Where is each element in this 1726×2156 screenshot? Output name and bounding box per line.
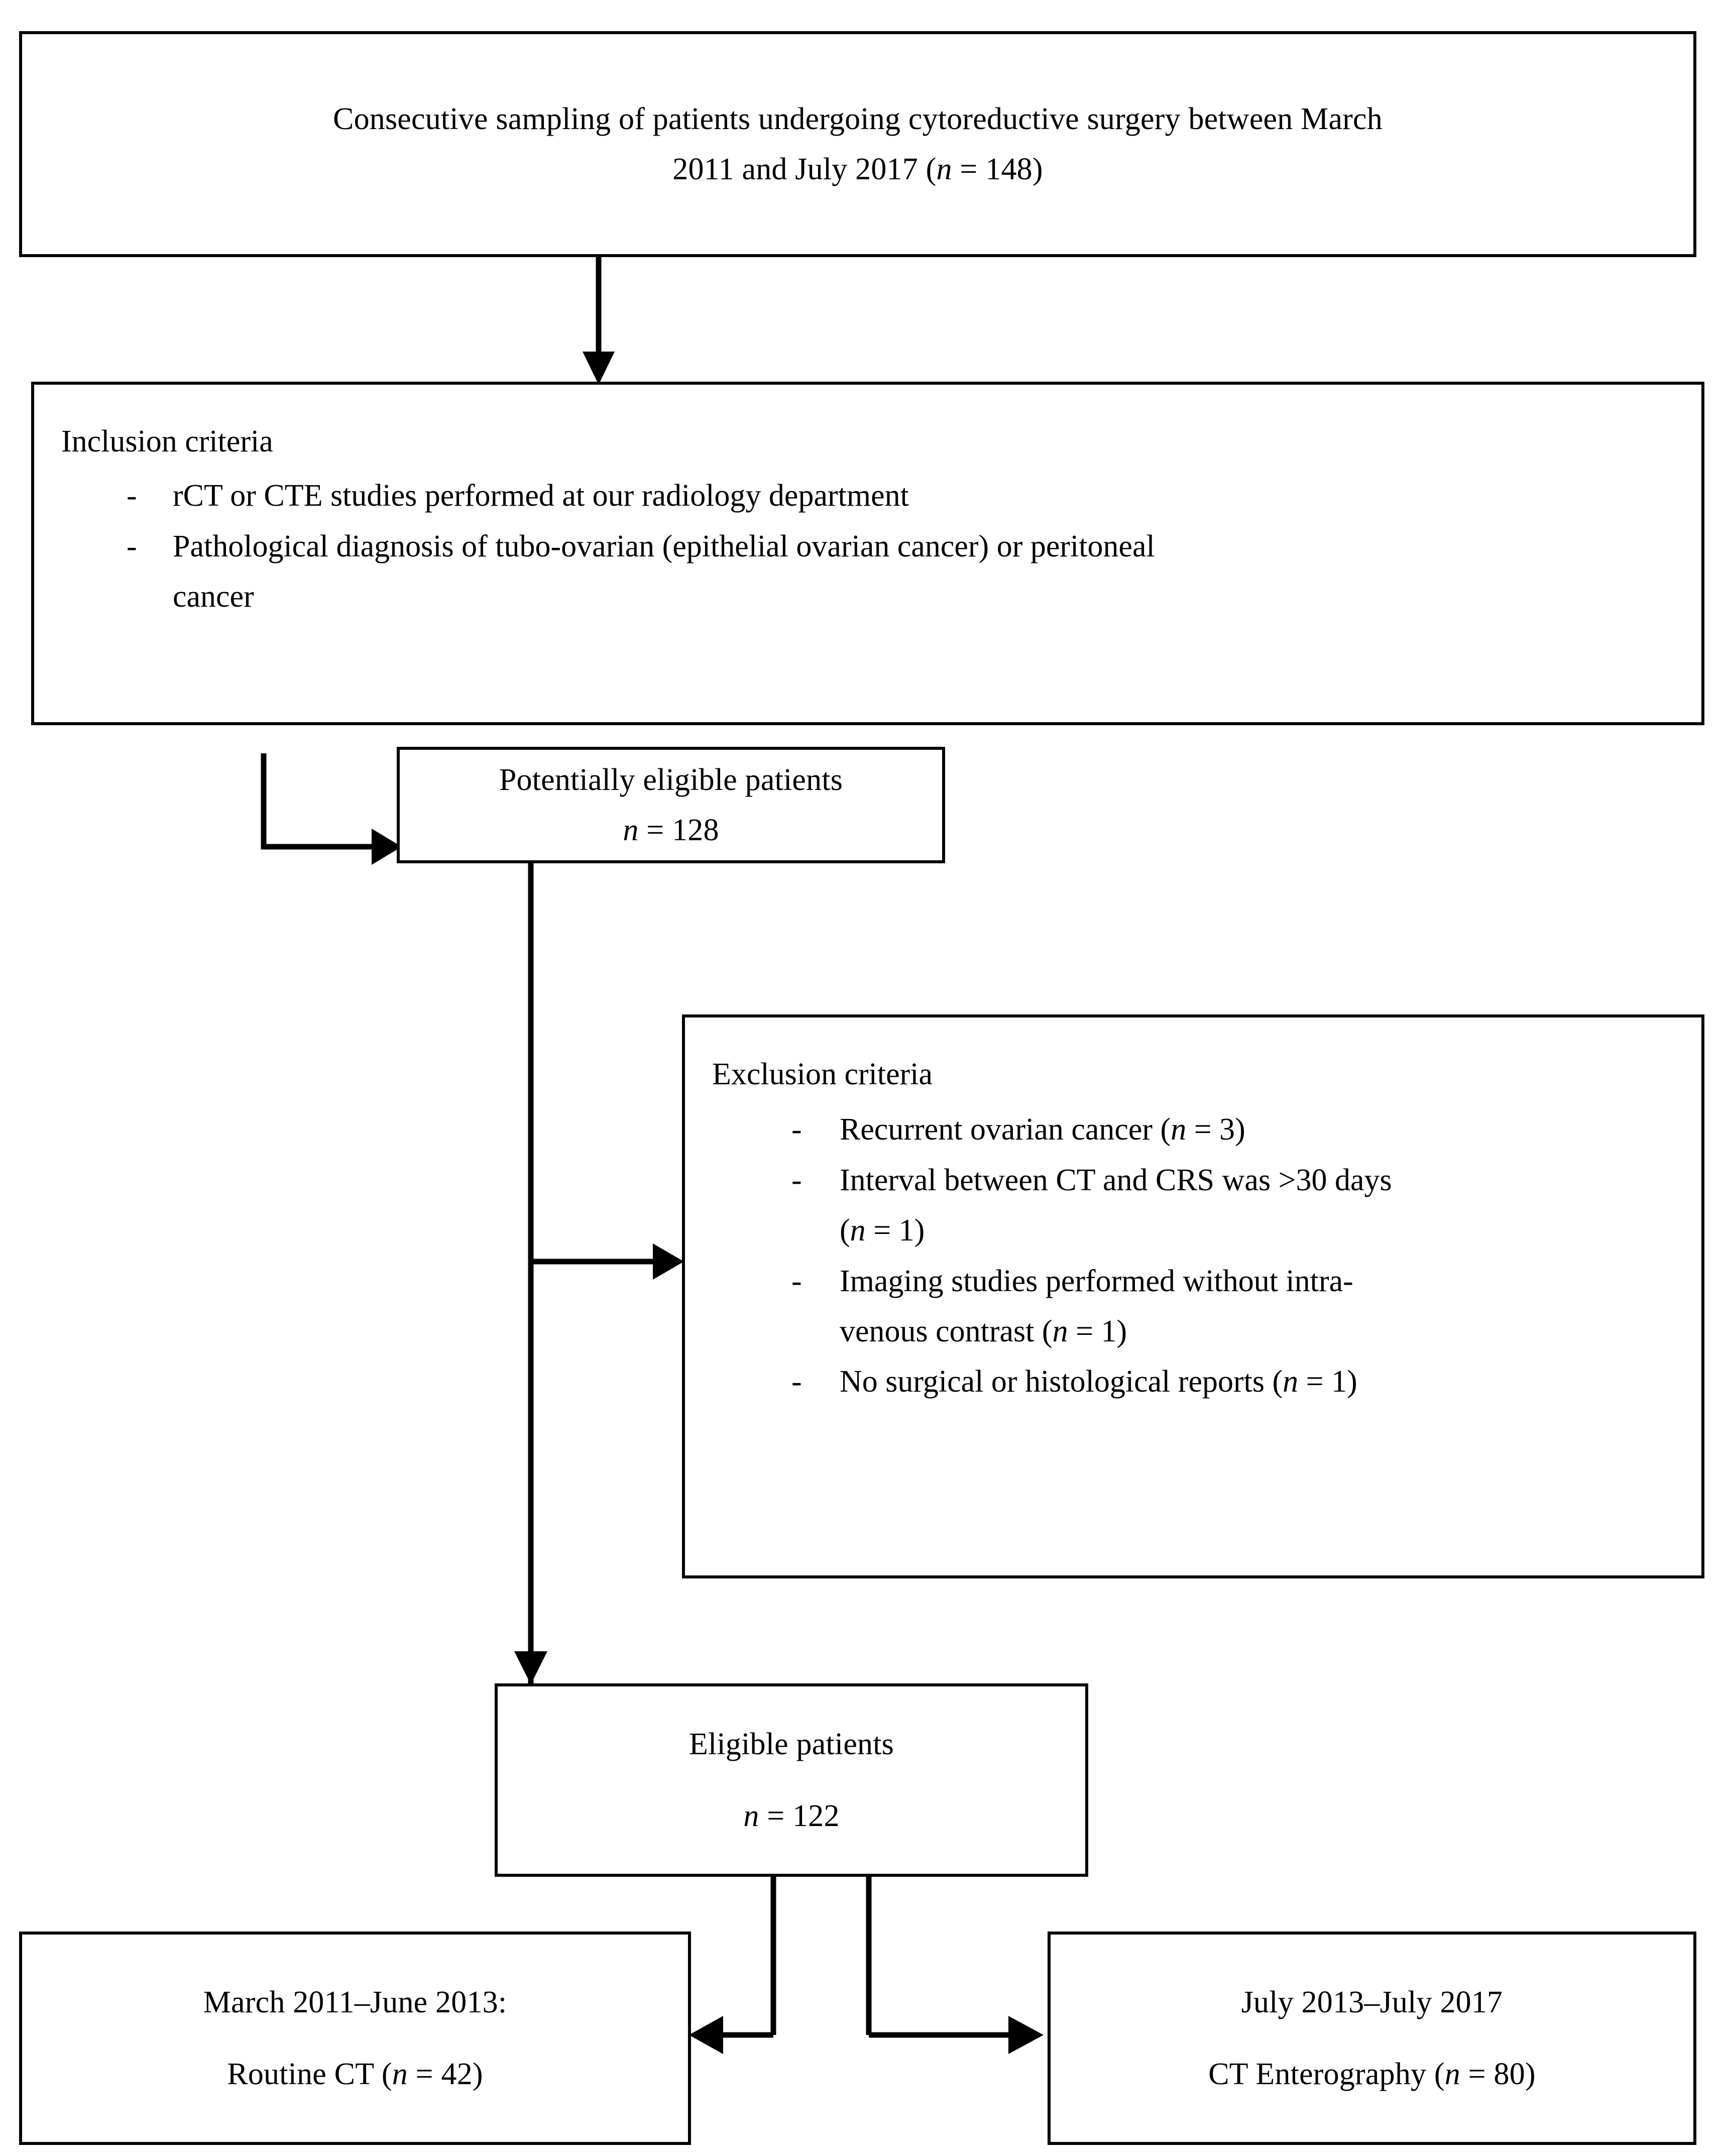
enrollment-line-2-prefix: 2011 and July 2017 ( [672,152,937,186]
n-symbol: n [1444,2057,1460,2091]
inclusion-item-text: Pathological diagnosis of tubo-ovarian (… [173,529,1155,563]
exclusion-item-text: No surgical or histological reports ( [840,1365,1283,1399]
arm-left-modality-prefix: Routine CT ( [227,2057,392,2091]
list-item: - Pathological diagnosis of tubo-ovarian … [61,521,1701,572]
exclusion-criteria-list: -Recurrent ovarian cancer (n = 3) -Inter… [712,1104,1701,1407]
connector-eligible-to-arms [689,1877,1044,2054]
inclusion-criteria-title: Inclusion criteria [61,424,273,459]
exclusion-item-text: venous contrast ( [840,1314,1053,1348]
connector-potentially-eligible-to-eligible [514,1651,547,1684]
bullet-dash-icon: - [791,1163,802,1197]
n-symbol: n [1283,1365,1299,1399]
exclusion-item-text: Interval between CT and CRS was >30 days [840,1163,1392,1197]
arm-left-modality: Routine CT (n = 42) [227,2049,483,2099]
enrollment-n-value: = 148) [952,152,1043,186]
list-item: (n = 1) [712,1205,1701,1256]
exclusion-item-text: Imaging studies performed without intra- [840,1264,1353,1298]
eligible-patients-label: Eligible patients [688,1727,894,1762]
inclusion-item-text: cancer [173,580,254,614]
list-item: -No surgical or histological reports (n … [712,1356,1701,1407]
arm-right-period: July 2013–July 2017 [1241,1985,1503,2020]
list-item: - rCT or CTE studies performed at our rad… [61,471,1701,521]
n-value: = 42) [407,2057,483,2091]
n-value: = 80) [1460,2057,1536,2091]
bullet-dash-icon: - [791,1365,802,1399]
n-value: = 1) [1298,1365,1357,1399]
eligible-patients-count: n = 122 [743,1791,839,1841]
list-item: - Recurrent ovarian cancer (n = 3) [712,1104,1701,1155]
list-item: cancer [61,572,1701,622]
inclusion-item-text: rCT or CTE studies performed at our radi… [173,479,909,513]
enrollment-line-1: Consecutive sampling of patients undergo… [333,101,1383,136]
n-symbol: n [850,1213,866,1248]
n-symbol: n [1052,1314,1068,1348]
n-symbol: n [392,2057,408,2091]
exclusion-criteria-title: Exclusion criteria [712,1057,933,1091]
connector-inclusion-to-potentially-eligible [261,753,402,865]
node-eligible-patients: Eligible patients n = 122 [495,1683,1088,1877]
arm-right-modality-prefix: CT Enterography ( [1208,2057,1445,2091]
potentially-eligible-count: n = 128 [623,805,719,855]
n-symbol: n [623,813,639,847]
bullet-dash-icon: - [791,1112,802,1147]
n-value: = 3) [1186,1112,1245,1147]
node-exclusion-criteria: Exclusion criteria - Recurrent ovarian ca… [682,1014,1704,1578]
list-item: venous contrast (n = 1) [712,1306,1701,1356]
bullet-dash-icon: - [791,1264,802,1298]
n-value: = 122 [759,1798,840,1833]
node-inclusion-criteria: Inclusion criteria - rCT or CTE studies p… [31,382,1704,725]
n-symbol: n [743,1798,759,1833]
n-value: = 1) [1068,1314,1127,1348]
connector-potentially-eligible-to-exclusion [528,863,684,1683]
enrollment-n-symbol: n [936,152,952,186]
bullet-dash-icon: - [127,479,137,513]
inclusion-criteria-list: - rCT or CTE studies performed at our rad… [61,471,1701,622]
connector-enrollment-to-inclusion [583,257,615,385]
node-arm-ct-enterography: July 2013–July 2017 CT Enterography (n =… [1048,1932,1696,2145]
enrollment-line-2: 2011 and July 2017 (n = 148) [50,144,1665,194]
node-potentially-eligible: Potentially eligible patients n = 128 [397,747,945,863]
node-arm-routine-ct: March 2011–June 2013: Routine CT (n = 42… [19,1932,691,2145]
arm-left-period: March 2011–June 2013: [203,1985,507,2020]
exclusion-item-text: Recurrent ovarian cancer ( [840,1112,1171,1147]
bullet-dash-icon: - [127,529,137,563]
list-item: - Interval between CT and CRS was >30 day… [712,1155,1701,1205]
exclusion-item-text: ( [840,1213,850,1248]
n-value: = 1) [865,1213,925,1248]
node-enrollment: Consecutive sampling of patients undergo… [19,31,1696,257]
n-symbol: n [1171,1112,1187,1147]
n-value: = 128 [638,813,719,847]
potentially-eligible-label: Potentially eligible patients [499,762,843,797]
list-item: - Imaging studies performed without intra… [712,1256,1701,1306]
arm-right-modality: CT Enterography (n = 80) [1208,2049,1536,2099]
